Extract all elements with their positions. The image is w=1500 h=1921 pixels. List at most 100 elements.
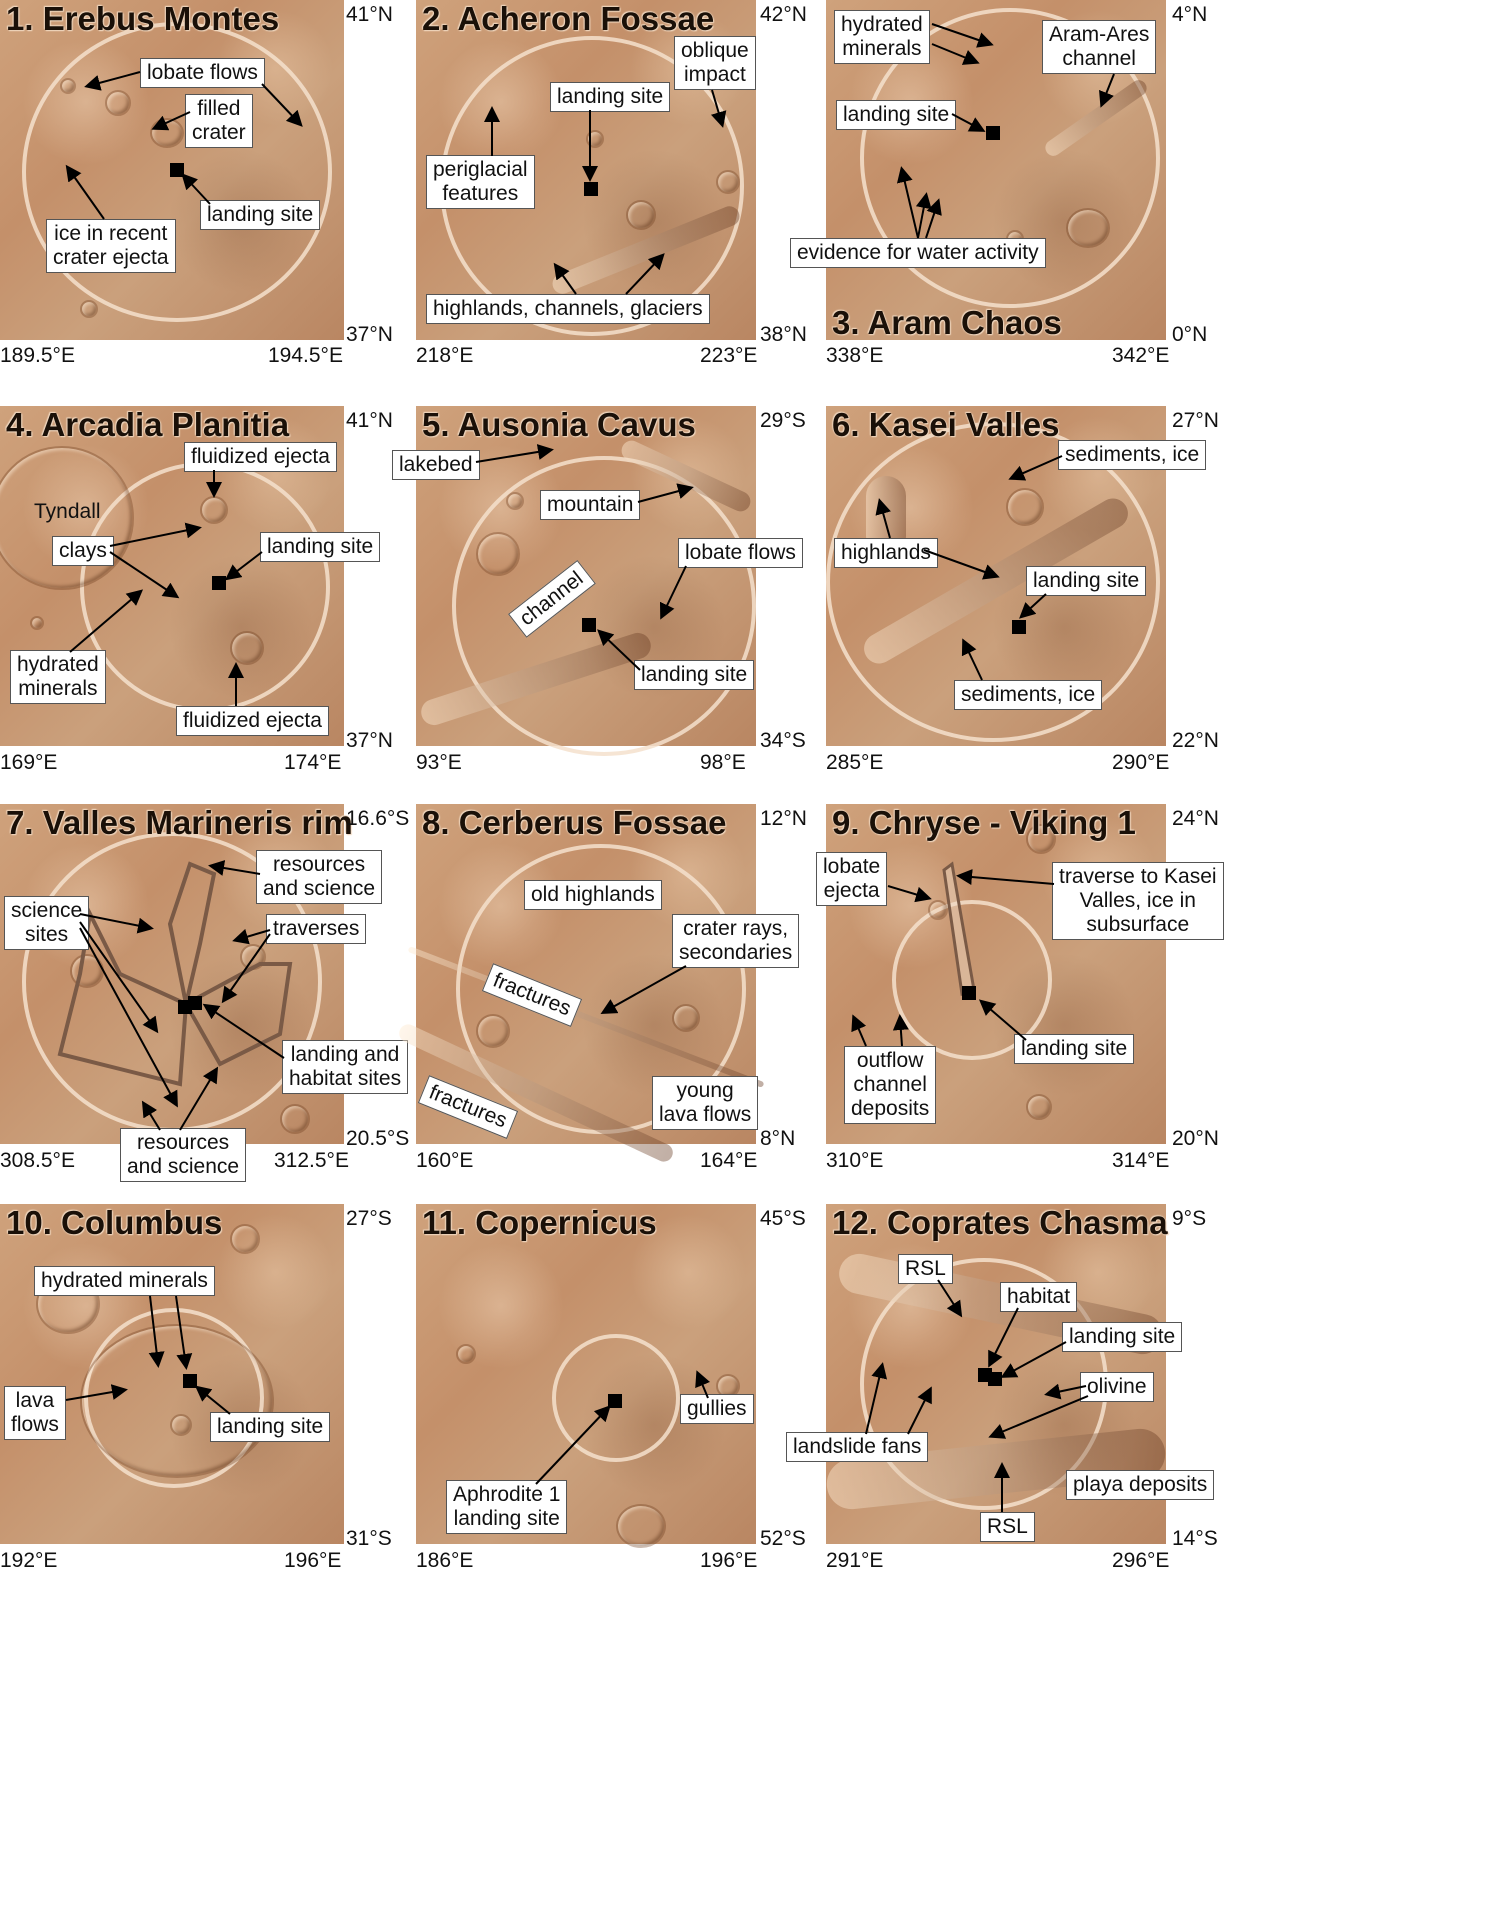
map-panel-12: 12. Coprates Chasma RSL habitat landing … [786,1204,1215,1544]
longitude-right: 312.5°E [274,1149,349,1172]
map-label: hydrated minerals [10,650,106,704]
map-panel-6: 6. Kasei Valles sediments, ice highlands… [826,406,1207,746]
map-label: landing site [260,532,381,562]
landing-site-marker [962,986,976,1000]
panel-title: 11. Copernicus [422,1204,657,1241]
map-label: landing site [550,82,671,112]
map-panel-11: 11. Copernicus gullies Aphrodite 1 landi… [416,1204,756,1548]
latitude-top: 4°N [1172,3,1208,26]
latitude-top: 9°S [1172,1207,1207,1230]
longitude-right: 98°E [700,751,746,774]
map-panel-8: 8. Cerberus Fossae old highlands crater … [396,804,800,1165]
map-label: traverse to Kasei Valles, ice in subsurf… [1052,862,1224,940]
map-label: olivine [1080,1372,1154,1402]
longitude-right: 194.5°E [268,344,343,367]
landing-site-marker [1012,620,1026,634]
map-label: landing site [210,1412,331,1442]
map-label: Aphrodite 1 landing site [446,1480,568,1534]
map-panel-2: 2. Acheron Fossae oblique impact landing… [416,0,756,340]
map-label: mountain [540,490,641,520]
map-label: oblique impact [674,36,756,90]
longitude-left: 291°E [826,1549,884,1572]
map-label: sediments, ice [1058,440,1207,470]
map-label: Tyndall [34,500,101,523]
landing-site-marker [183,1374,197,1388]
map-label: periglacial features [426,155,535,209]
map-label: highlands [834,538,938,568]
longitude-left: 218°E [416,344,474,367]
landing-site-marker [212,576,226,590]
map-label: sediments, ice [954,680,1103,710]
latitude-bottom: 0°N [1172,323,1208,346]
longitude-left: 186°E [416,1549,474,1572]
map-label: lobate ejecta [816,852,888,906]
landing-site-marker [188,996,202,1010]
map-label: traverses [266,914,367,944]
panel-title: 4. Arcadia Planitia [6,406,290,443]
landing-radius-ring [552,1334,680,1462]
map-panel-7: 7. Valles Marineris rim resources and sc… [0,804,409,1182]
panel-title: 1. Erebus Montes [6,0,280,37]
map-label: lobate flows [678,538,803,568]
map-label: lakebed [392,450,480,480]
longitude-left: 308.5°E [0,1149,75,1172]
latitude-bottom: 20.5°S [346,1127,410,1150]
landing-site-marker [608,1394,622,1408]
longitude-right: 296°E [1112,1549,1170,1572]
map-label: outflow channel deposits [844,1046,937,1124]
landing-site-marker [986,126,1000,140]
map-label: lobate flows [140,58,265,88]
longitude-right: 223°E [700,344,758,367]
map-panel-5: 5. Ausonia Cavus lakebed mountain lobate… [392,406,803,756]
longitude-right: 174°E [284,751,342,774]
landing-site-marker [582,618,596,632]
latitude-top: 27°N [1172,409,1219,432]
latitude-bottom: 14°S [1172,1527,1218,1550]
map-label: young lava flows [652,1076,759,1130]
latitude-top: 16.6°S [346,807,410,830]
longitude-left: 93°E [416,751,462,774]
map-label: landing and habitat sites [282,1040,409,1094]
latitude-bottom: 52°S [760,1527,806,1550]
map-label: landing site [634,660,755,690]
landing-radius-ring [860,8,1160,308]
latitude-top: 41°N [346,409,393,432]
map-label: landing site [836,100,957,130]
latitude-top: 12°N [760,807,807,830]
map-label: fluidized ejecta [176,706,329,736]
map-label: evidence for water activity [790,238,1046,268]
map-label: landing site [1014,1034,1135,1064]
latitude-bottom: 22°N [1172,729,1219,752]
map-label: playa deposits [1066,1470,1215,1500]
longitude-left: 189.5°E [0,344,75,367]
map-label: filled crater [185,94,253,148]
map-panel-10: 10. Columbus hydrated minerals lava flow… [0,1204,344,1544]
map-label: crater rays, secondaries [672,914,800,968]
landing-radius-ring [22,22,332,322]
latitude-bottom: 20°N [1172,1127,1219,1150]
longitude-left: 285°E [826,751,884,774]
panel-title: 8. Cerberus Fossae [422,804,727,841]
longitude-left: 338°E [826,344,884,367]
latitude-bottom: 38°N [760,323,807,346]
map-label: habitat [1000,1282,1078,1312]
landing-radius-ring [826,422,1160,742]
panel-title: 9. Chryse - Viking 1 [832,804,1136,841]
map-label: science sites [4,896,90,950]
landing-radius-ring [452,456,756,756]
longitude-left: 310°E [826,1149,884,1172]
latitude-bottom: 37°N [346,323,393,346]
latitude-bottom: 37°N [346,729,393,752]
latitude-top: 27°S [346,1207,392,1230]
map-label: landing site [200,200,321,230]
landing-site-marker [170,163,184,177]
map-label: highlands, channels, glaciers [426,294,710,324]
map-label: Aram-Ares channel [1042,20,1157,74]
latitude-bottom: 31°S [346,1527,392,1550]
map-panel-4: 4. Arcadia Planitia fluidized ejecta Tyn… [0,406,381,746]
map-label: landing site [1062,1322,1183,1352]
landing-radius-ring [456,844,746,1134]
panel-title: 10. Columbus [6,1204,223,1241]
map-label: resources and science [120,1128,247,1182]
map-label: landing site [1026,566,1147,596]
